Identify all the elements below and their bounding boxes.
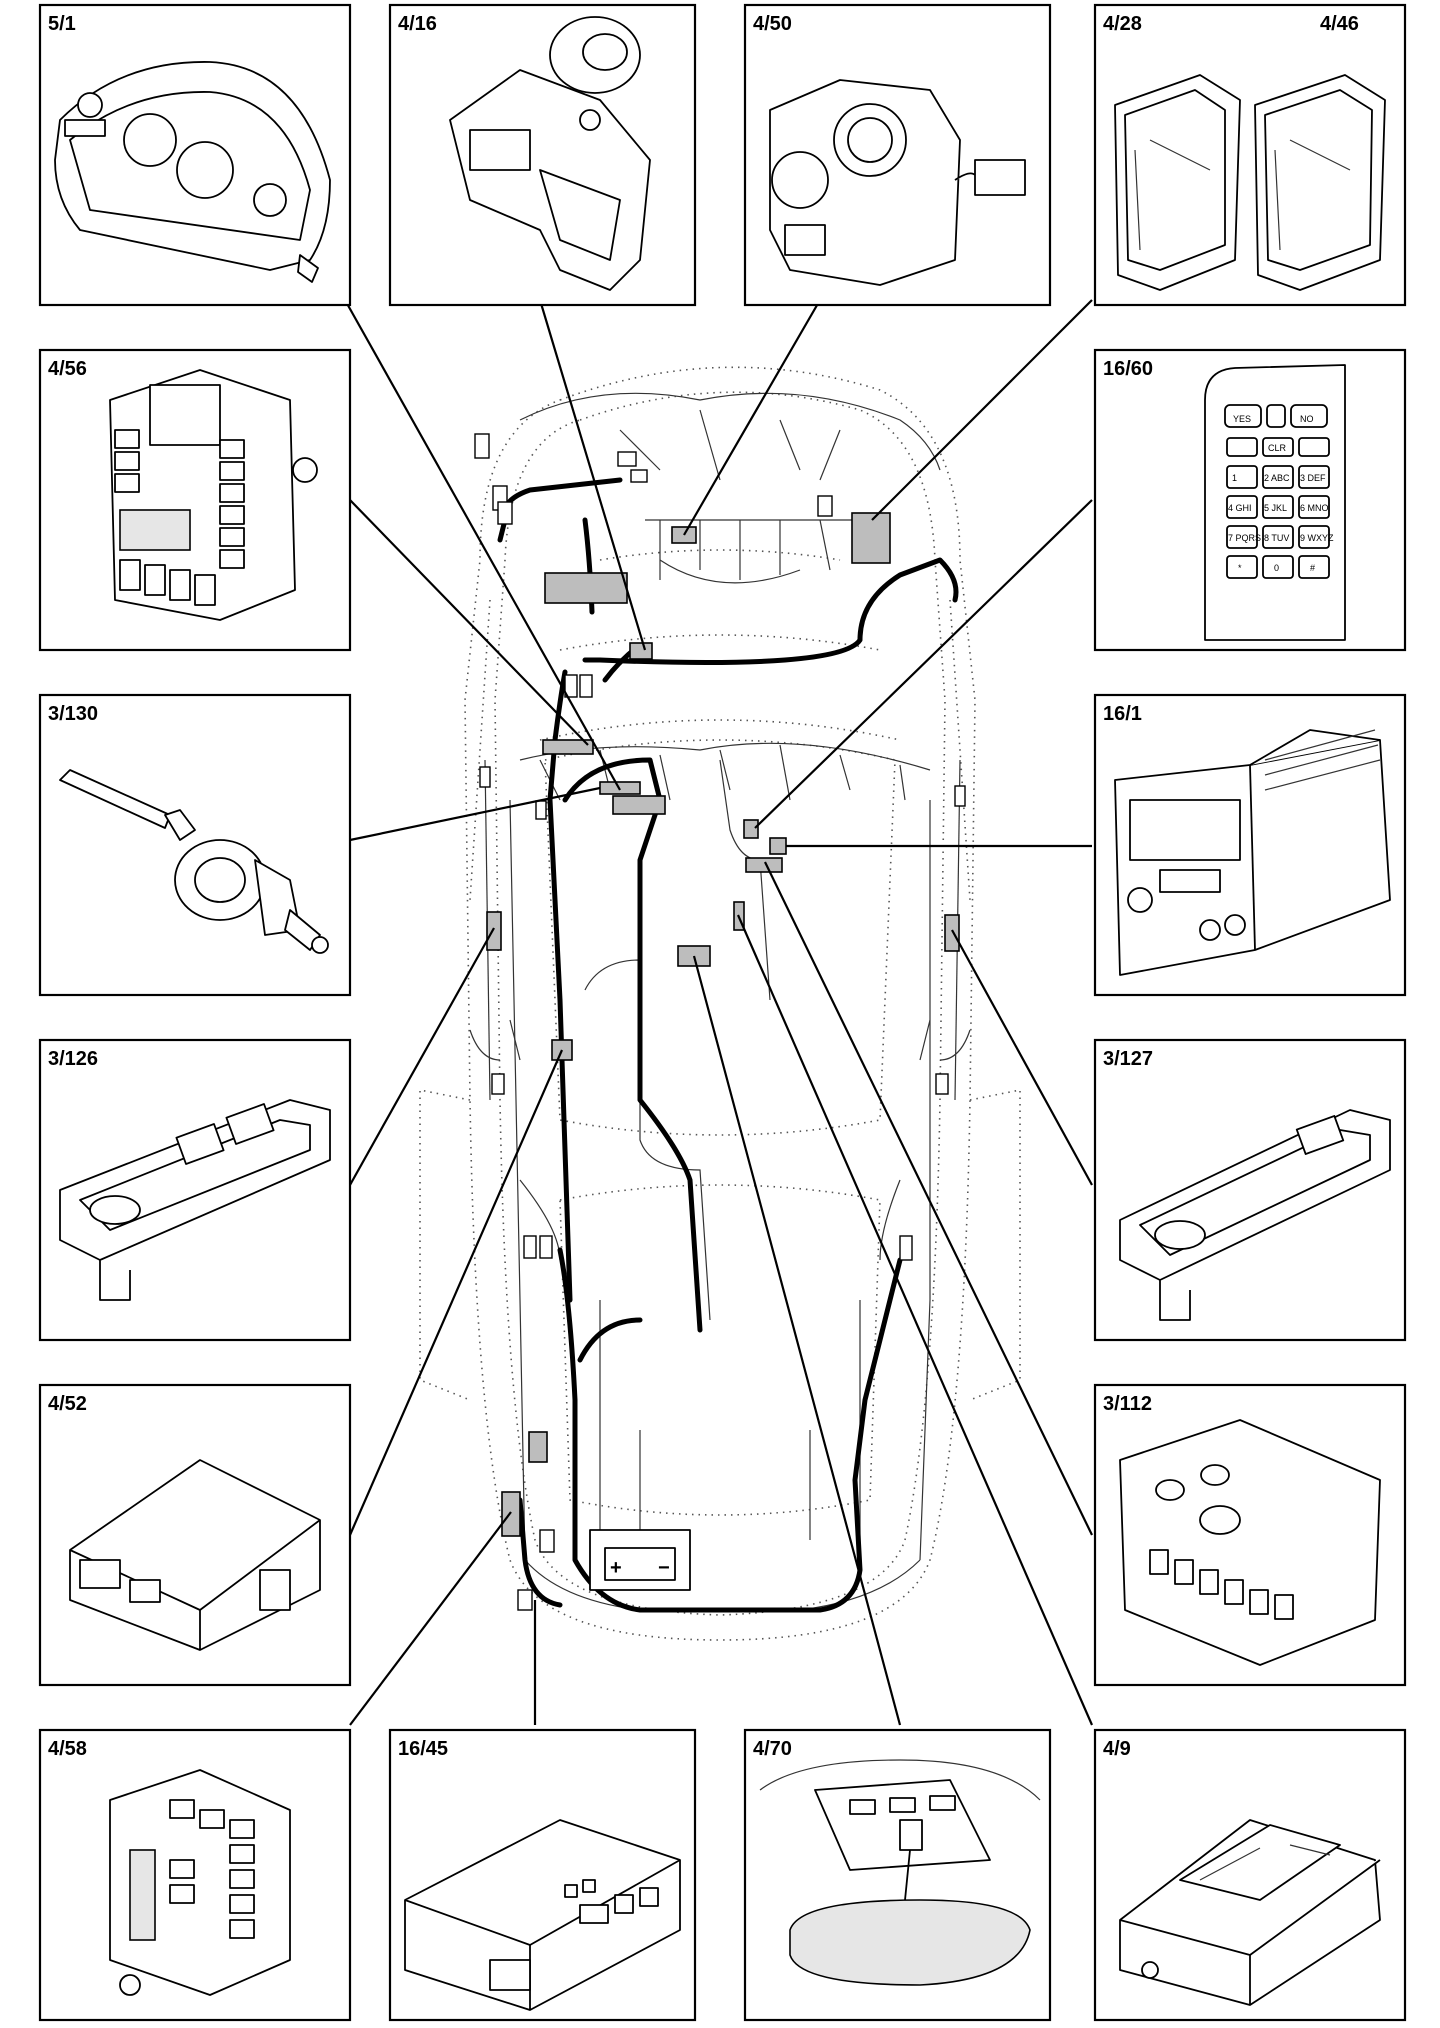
connector-a [629,642,653,660]
connector-g [528,1431,548,1463]
svg-text:1: 1 [1232,473,1237,483]
svg-text:NO: NO [1300,414,1314,424]
label-4-52: 4/52 [48,1393,87,1415]
connector-d [745,857,783,873]
box-5-1: 5/1 [38,3,352,307]
label-4-58: 4/58 [48,1738,87,1760]
svg-text:CLR: CLR [1268,443,1287,453]
battery-minus: − [658,1557,670,1579]
label-4-70: 4/70 [753,1738,792,1760]
label-4-16: 4/16 [398,13,437,35]
label-16-45: 16/45 [398,1738,448,1760]
label-4-46: 4/46 [1320,13,1359,35]
label-3-126: 3/126 [48,1048,98,1070]
battery-plus: + [610,1557,622,1579]
label-3-112: 3/112 [1103,1393,1152,1415]
connectors [474,433,966,1611]
label-16-60: 16/60 [1103,358,1153,380]
connector-4-28-46 [851,512,891,564]
label-4-56: 4/56 [48,358,87,380]
box-4-28-46: 4/28 4/46 [1093,3,1407,307]
connector-4-16 [544,572,628,604]
box-3-112: 3/112 [1093,1383,1407,1687]
connector-16-60 [743,819,759,839]
box-4-9: 4/9 [1093,1728,1407,2022]
box-16-60: 16/60 YES NO CLR 1 2 ABC 3 DEF 4 GHI 5 J… [1093,348,1407,652]
box-4-70: 4/70 [743,1728,1052,2022]
svg-text:3 DEF: 3 DEF [1300,473,1326,483]
label-3-130: 3/130 [48,703,98,725]
box-4-56: 4/56 [38,348,352,652]
battery: + − [589,1529,691,1591]
label-3-127: 3/127 [1103,1048,1153,1070]
svg-text:6 MNO: 6 MNO [1300,503,1329,513]
svg-text:8 TUV: 8 TUV [1264,533,1289,543]
keypad-keys: 1 2 ABC 3 DEF 4 GHI 5 JKL 6 MNO 7 PQRS 8… [1226,465,1334,579]
box-4-52: 4/52 [38,1383,352,1687]
svg-text:*: * [1238,563,1242,573]
box-4-58: 4/58 [38,1728,352,2022]
connector-b [542,739,594,755]
box-4-16: 4/16 [388,3,697,307]
box-16-1: 16/1 [1093,693,1407,997]
svg-text:#: # [1310,563,1315,573]
label-4-50: 4/50 [753,13,792,35]
box-3-130: 3/130 [38,693,352,997]
box-3-127: 3/127 [1093,1038,1407,1342]
box-3-126: 3/126 [38,1038,352,1342]
label-4-28: 4/28 [1103,13,1142,35]
connector-4-58 [501,1491,521,1537]
svg-text:2 ABC: 2 ABC [1264,473,1290,483]
svg-text:5 JKL: 5 JKL [1264,503,1287,513]
connector-3-126 [486,911,502,951]
leader-lines [344,299,1094,1726]
connector-3-127 [944,914,960,952]
label-16-1: 16/1 [1103,703,1142,725]
svg-text:7 PQRS: 7 PQRS [1228,533,1261,543]
connector-c [612,795,666,815]
label-4-9: 4/9 [1103,1738,1131,1760]
box-16-45: 16/45 [388,1728,697,2022]
label-5-1: 5/1 [48,13,76,35]
box-4-50: 4/50 [743,3,1052,307]
car-outline [419,366,1021,1641]
connector-16-1 [769,837,787,855]
svg-text:0: 0 [1274,563,1279,573]
svg-text:9 WXYZ: 9 WXYZ [1300,533,1334,543]
svg-text:YES: YES [1233,414,1251,424]
svg-text:4 GHI: 4 GHI [1228,503,1252,513]
